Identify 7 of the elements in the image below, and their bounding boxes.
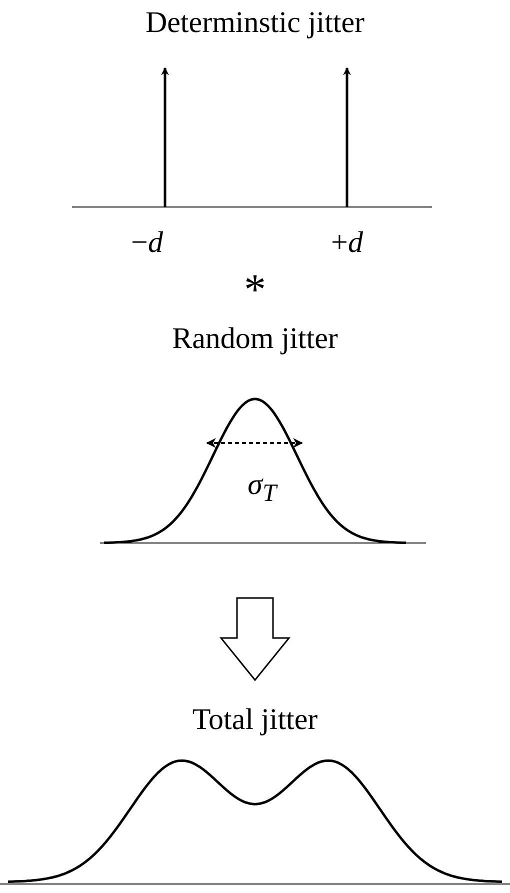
plot-heading: Total jitter	[192, 705, 318, 735]
convolution-symbol: *	[244, 268, 266, 312]
sigma-label: σ$_{T}$	[248, 470, 276, 506]
axis-label: −d	[131, 228, 163, 258]
plot-heading: Random jitter	[172, 324, 338, 354]
title: Determinstic jitter	[145, 8, 365, 38]
axis-label: +d	[331, 228, 363, 258]
